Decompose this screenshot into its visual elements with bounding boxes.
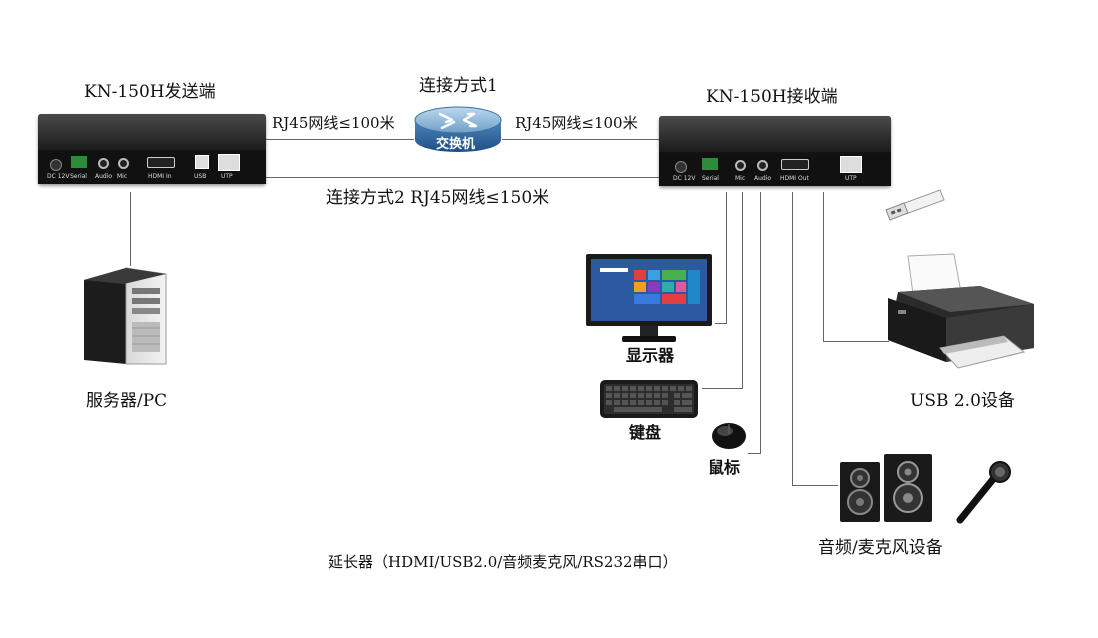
switch-icon (414, 106, 502, 152)
transmitter-title: KN-150H发送端 (84, 82, 216, 102)
serial-terminal (702, 158, 718, 170)
port-label: UTP (845, 175, 857, 182)
monitor-icon (586, 254, 712, 342)
wire-usb (823, 192, 824, 342)
port-label: Mic (117, 173, 128, 180)
audio-jack (98, 158, 109, 169)
diagram-caption: 延长器（HDMI/USB2.0/音频麦克风/RS232串口） (328, 553, 678, 571)
hdmi-in-port (147, 157, 175, 168)
usb-drive-icon (885, 189, 945, 221)
mouse-label: 鼠标 (708, 458, 741, 477)
usb-device-label: USB 2.0设备 (910, 391, 1015, 411)
microphone-icon (956, 461, 1011, 524)
mic-jack (735, 160, 746, 171)
audio-device-label: 音频/麦克风设备 (818, 538, 943, 558)
switch-label: 交换机 (436, 137, 476, 152)
port-label: Mic (735, 175, 746, 182)
wire-mouse-h (748, 453, 761, 454)
right-cable-label: RJ45网线≤100米 (515, 114, 638, 132)
receiver-device: DC 12V Serial Mic Audio HDMI Out UTP (659, 116, 891, 186)
port-label: Audio (95, 173, 113, 180)
wire-left-switch (266, 139, 414, 140)
transmitter-device: DC 12V Serial Audio Mic HDMI In USB UTP (38, 114, 266, 184)
dc-jack (675, 161, 687, 173)
wire-keyboard (742, 192, 743, 388)
direct-link-label: 连接方式2 RJ45网线≤150米 (326, 188, 550, 208)
speakers-icon (840, 454, 932, 522)
port-label: HDMI In (148, 173, 172, 180)
left-cable-label: RJ45网线≤100米 (272, 114, 395, 132)
wire-server (130, 192, 131, 266)
utp-port (218, 154, 240, 171)
mouse-icon (712, 423, 746, 449)
printer-icon (888, 253, 1034, 369)
wire-monitor (726, 192, 727, 324)
wire-monitor-h (715, 323, 727, 324)
receiver-title: KN-150H接收端 (706, 87, 838, 107)
dc-jack (50, 159, 62, 171)
wire-usb-h (823, 341, 889, 342)
port-label: DC 12V (47, 173, 70, 180)
wire-audio-h (792, 485, 838, 486)
usb-port (195, 155, 209, 169)
audio-jack (757, 160, 768, 171)
wire-audio (792, 192, 793, 486)
port-label: HDMI Out (780, 175, 809, 182)
keyboard-icon (600, 380, 698, 418)
mic-jack (118, 158, 129, 169)
port-label: UTP (221, 173, 233, 180)
serial-terminal (71, 156, 87, 168)
wire-switch-right (502, 139, 660, 140)
server-label: 服务器/PC (86, 391, 168, 411)
port-label: DC 12V (673, 175, 696, 182)
keyboard-label: 键盘 (629, 423, 662, 442)
port-label: USB (194, 173, 207, 180)
hdmi-out-port (781, 159, 809, 170)
port-label: Audio (754, 175, 772, 182)
monitor-label: 显示器 (626, 346, 675, 365)
port-label: Serial (702, 175, 719, 182)
utp-port (840, 156, 862, 173)
switch-title: 连接方式1 (419, 76, 498, 96)
wire-mouse (760, 192, 761, 454)
server-pc-icon (84, 267, 167, 365)
wire-keyboard-h (702, 388, 743, 389)
port-label: Serial (70, 173, 87, 180)
wire-direct (266, 177, 660, 178)
